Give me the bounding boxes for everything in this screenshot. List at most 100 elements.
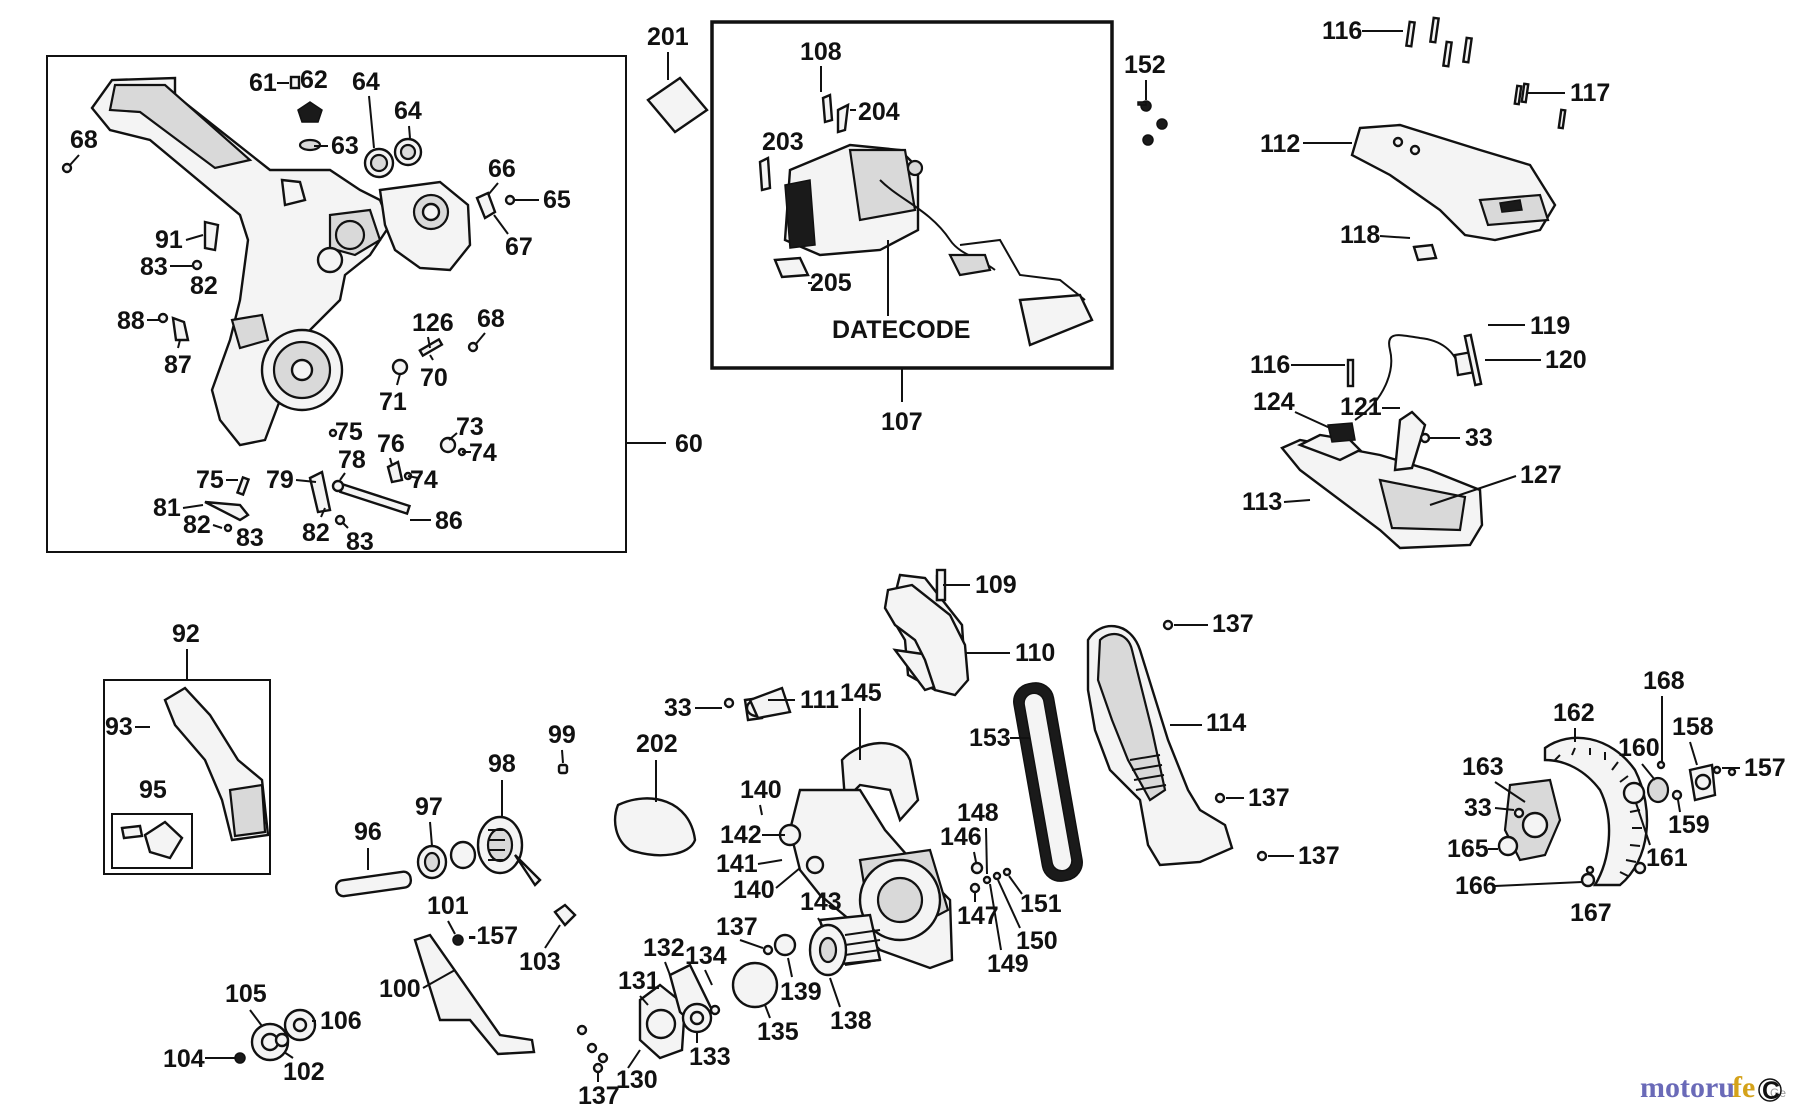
callout-147: 147 [957,902,999,930]
callout-158: 158 [1672,713,1714,741]
part-201: 201 [646,23,709,134]
callout-112: 112 [1260,130,1300,158]
part-152: 152 [1124,51,1168,146]
callout-145: 145 [840,679,882,707]
callout-100: 100 [379,975,421,1003]
callout-33a: 33 [1465,424,1493,452]
gearbox-assembly [576,573,967,1074]
callout-92: 92 [172,620,200,648]
callout-64a: 64 [352,68,380,96]
callout-127: 127 [1520,461,1562,489]
handle-base-113 [1280,333,1484,550]
handle-callouts: 116 117 112 118 [1260,17,1610,249]
housing-small-parts [61,75,516,533]
callout-162: 162 [1553,699,1595,727]
callout-116a: 116 [1322,17,1362,45]
callout-103: 103 [519,948,561,976]
callout-116b: 116 [1250,351,1290,379]
callout-134: 134 [685,942,727,970]
callout-142: 142 [720,821,762,849]
callout-107: 107 [881,408,923,436]
callout-71: 71 [379,388,407,416]
callout-101: 101 [427,892,469,920]
bottom-left-callouts: 96 97 98 99 101 -157 103 100 105 106 104… [163,721,576,1086]
motor-callouts: 108 204 203 205 DATECODE [762,38,970,344]
callout-104: 104 [163,1045,205,1073]
callout-124: 124 [1253,388,1295,416]
callout-118: 118 [1340,221,1380,249]
callout-121: 121 [1340,393,1382,421]
bottom-left-parts [234,763,577,1064]
callout-109: 109 [975,571,1017,599]
callout-161: 161 [1646,844,1688,872]
housing-callouts: 61 62 63 64 64 66 65 67 68 91 83 82 88 8… [69,66,571,556]
callout-137c: 137 [1212,610,1254,638]
callout-105: 105 [225,980,267,1008]
callout-66: 66 [488,155,516,183]
fasteners-146-151: 148 146 147 151 150 149 [940,799,1062,978]
watermark-suffix: Ge [1770,1086,1786,1100]
motor-assembly [758,93,1094,347]
callout-138: 138 [830,1007,872,1035]
callout-73: 73 [456,413,484,441]
belt-guard-114: 137 114 137 137 [1086,610,1340,870]
watermark-part1: motoru [1640,1071,1735,1104]
callout-82a: 82 [190,272,218,300]
callout-140a: 140 [740,776,782,804]
callout-120: 120 [1545,346,1587,374]
callout-137a: 137 [716,913,758,941]
watermark: motoru fe Ge C [1640,1071,1786,1105]
callout-68a: 68 [70,126,98,154]
dust-chute [120,686,270,860]
callout-204: 204 [858,98,900,126]
callout-132: 132 [643,934,685,962]
blade-callouts: 168 162 158 157 160 163 33 159 165 161 1… [1447,667,1786,927]
gearbox-callouts: 202 33 111 145 140 142 141 140 143 137 1… [578,679,882,1110]
callout-149: 149 [987,950,1029,978]
callout-81: 81 [153,494,181,522]
callout-141: 141 [716,850,758,878]
callout-74a: 74 [469,439,497,467]
belt-153: 153 [969,682,1083,882]
callout-135: 135 [757,1018,799,1046]
callout-83a: 83 [140,253,168,281]
callout-33c: 33 [1464,794,1492,822]
callout-137e: 137 [1298,842,1340,870]
callout-131: 131 [618,967,660,995]
motor-group-box [710,20,1114,370]
handle-cover-112 [1350,16,1567,262]
callout-83b: 83 [236,524,264,552]
housing-group-box [46,55,627,553]
callout-148: 148 [957,799,999,827]
callout-130: 130 [616,1066,658,1094]
callout-67: 67 [505,233,533,261]
callout-106: 106 [320,1007,362,1035]
watermark-corner: C [1762,1077,1780,1105]
callout-88: 88 [117,307,145,335]
callout-60: 60 [675,430,703,458]
callout-74b: 74 [410,466,438,494]
motor-datecode: DATECODE [832,316,970,344]
callout-87: 87 [164,351,192,379]
callout-126: 126 [412,309,454,337]
callout-165: 165 [1447,835,1489,863]
callout-83c: 83 [346,528,374,556]
callout-159: 159 [1668,811,1710,839]
blade-assembly [1497,736,1737,888]
callout-102: 102 [283,1058,325,1086]
callout-133: 133 [689,1043,731,1071]
callout-151: 151 [1020,890,1062,918]
callout-166: 166 [1455,872,1497,900]
callout-152: 152 [1124,51,1166,79]
watermark-part2: fe [1732,1071,1755,1104]
upper-arm-housing [90,76,472,447]
callout-78: 78 [338,446,366,474]
callout-79: 79 [266,466,294,494]
callout-167: 167 [1570,899,1612,927]
callout-75b: 75 [196,466,224,494]
callout-150: 150 [1016,927,1058,955]
callout-108: 108 [800,38,842,66]
callout-153: 153 [969,724,1011,752]
callout-61: 61 [249,69,277,97]
